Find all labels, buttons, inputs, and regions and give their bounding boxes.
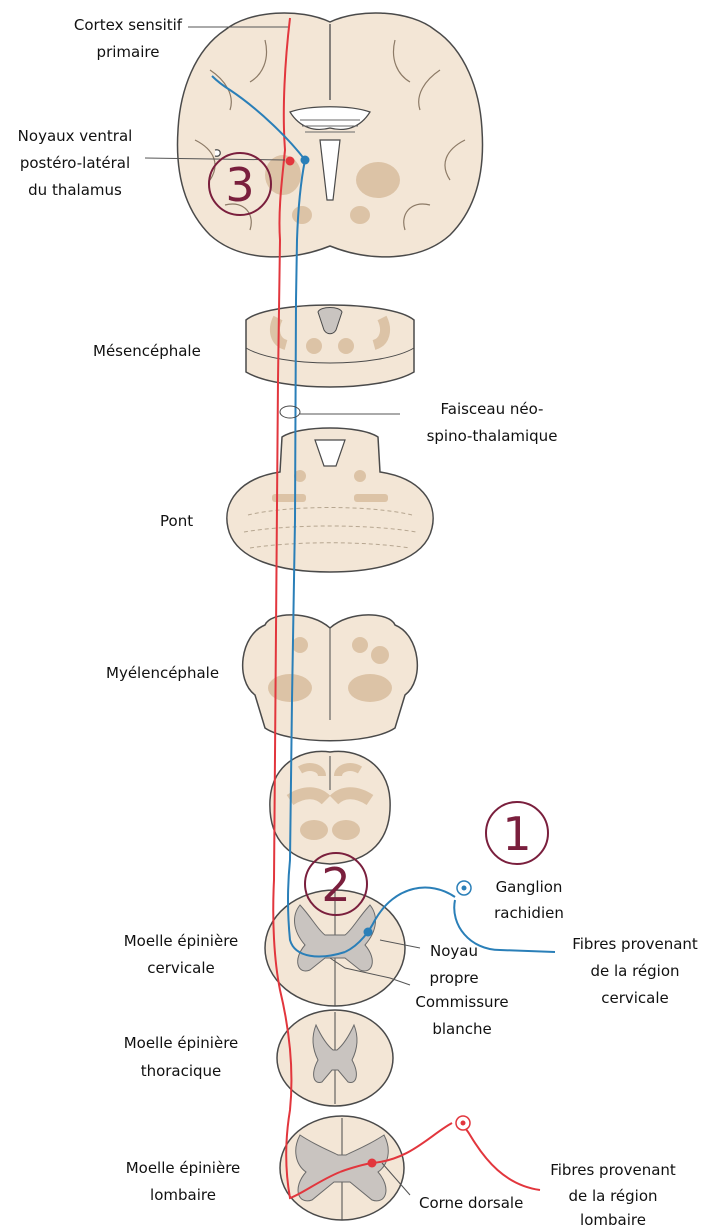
- pons-section: [227, 428, 433, 572]
- svg-text:cervicale: cervicale: [601, 989, 669, 1007]
- medulla-section: [243, 615, 418, 741]
- svg-text:rachidien: rachidien: [494, 904, 564, 922]
- label-noyau-propre: Noyau propre: [429, 942, 478, 987]
- cervical-ganglion-icon: [457, 881, 471, 895]
- svg-text:propre: propre: [429, 969, 478, 987]
- svg-text:Noyau: Noyau: [430, 942, 478, 960]
- svg-text:lombaire: lombaire: [580, 1211, 646, 1229]
- label-corne-dorsale: Corne dorsale: [419, 1194, 523, 1212]
- svg-text:1: 1: [502, 807, 531, 861]
- tract-ring-icon: [280, 406, 300, 418]
- svg-text:2: 2: [321, 858, 350, 912]
- label-moelle-cervicale: Moelle épinière cervicale: [124, 932, 239, 977]
- marker-1: 1: [486, 802, 548, 864]
- svg-text:thoracique: thoracique: [141, 1062, 222, 1080]
- label-moelle-lombaire: Moelle épinière lombaire: [126, 1159, 241, 1204]
- svg-text:Moelle épinière: Moelle épinière: [124, 932, 239, 950]
- thoracic-cord-section: [277, 1010, 393, 1106]
- caudal-medulla-section: [270, 751, 390, 864]
- lumbar-cord-section: [280, 1116, 404, 1220]
- svg-text:Commissure: Commissure: [415, 993, 508, 1011]
- svg-text:Faisceau néo-: Faisceau néo-: [441, 400, 544, 418]
- label-ganglion: Ganglion rachidien: [494, 878, 564, 922]
- svg-text:de la région: de la région: [568, 1187, 657, 1205]
- lumbar-ganglion-icon: [456, 1116, 470, 1130]
- label-mesencephale: Mésencéphale: [93, 342, 201, 360]
- label-pont: Pont: [160, 512, 193, 530]
- svg-text:de la région: de la région: [590, 962, 679, 980]
- marker-2: 2: [305, 853, 367, 915]
- label-vpl-thalamus: Noyaux ventral postéro-latéral du thalam…: [18, 127, 133, 199]
- svg-text:spino-thalamique: spino-thalamique: [427, 427, 558, 445]
- svg-text:Moelle épinière: Moelle épinière: [126, 1159, 241, 1177]
- svg-text:blanche: blanche: [432, 1020, 491, 1038]
- label-commissure: Commissure blanche: [415, 993, 508, 1038]
- label-cortex: Cortex sensitif primaire: [74, 16, 183, 61]
- svg-text:primaire: primaire: [97, 43, 160, 61]
- svg-text:lombaire: lombaire: [150, 1186, 216, 1204]
- svg-text:Ganglion: Ganglion: [496, 878, 563, 896]
- svg-text:du thalamus: du thalamus: [28, 181, 122, 199]
- label-faisceau: Faisceau néo- spino-thalamique: [427, 400, 558, 445]
- svg-text:Cortex sensitif: Cortex sensitif: [74, 16, 183, 34]
- label-moelle-thoracique: Moelle épinière thoracique: [124, 1034, 239, 1080]
- brain-coronal-section: [177, 13, 482, 257]
- svg-text:Fibres provenant: Fibres provenant: [550, 1161, 676, 1179]
- label-fibres-cervicale: Fibres provenant de la région cervicale: [572, 935, 698, 1007]
- svg-text:3: 3: [225, 158, 254, 212]
- label-myelencephale: Myélencéphale: [106, 664, 219, 682]
- mesencephalon-section: [246, 305, 414, 387]
- svg-text:Fibres provenant: Fibres provenant: [572, 935, 698, 953]
- svg-text:postéro-latéral: postéro-latéral: [20, 154, 130, 172]
- svg-text:cervicale: cervicale: [147, 959, 215, 977]
- label-fibres-lombaire: Fibres provenant de la région lombaire: [550, 1161, 676, 1229]
- svg-text:Moelle épinière: Moelle épinière: [124, 1034, 239, 1052]
- svg-text:Noyaux ventral: Noyaux ventral: [18, 127, 133, 145]
